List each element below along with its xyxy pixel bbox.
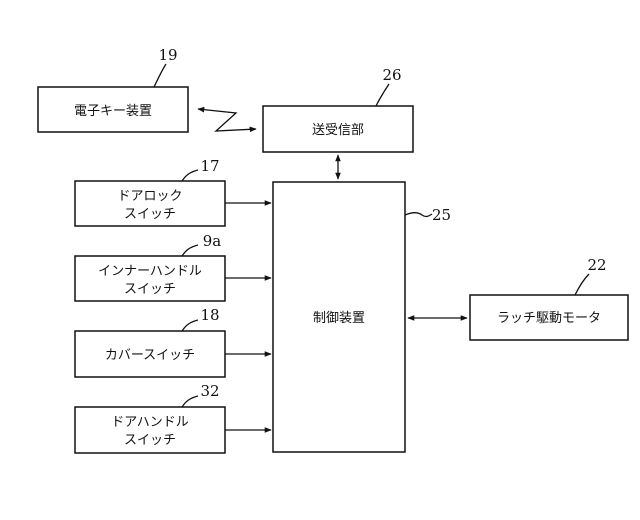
transceiver-ref: 26 xyxy=(382,66,401,84)
cover-switch-label: カバースイッチ xyxy=(105,348,195,363)
controller-ref: 25 xyxy=(432,206,451,224)
door-lock-switch-block: ドアロック スイッチ xyxy=(74,180,226,227)
door-handle-switch-leader xyxy=(181,395,199,408)
door-handle-switch-block: ドアハンドル スイッチ xyxy=(74,406,226,454)
door-lock-switch-ref: 17 xyxy=(200,157,219,175)
inner-handle-switch-leader xyxy=(181,244,199,257)
electronic-key-label: 電子キー装置 xyxy=(74,104,152,119)
controller-label: 制御装置 xyxy=(313,311,365,326)
transceiver-block: 送受信部 xyxy=(262,105,414,153)
electronic-key-ref: 19 xyxy=(158,46,177,64)
inner-handle-switch-label-line2: スイッチ xyxy=(124,282,176,297)
door-lock-switch-label-line1: ドアロック xyxy=(117,189,182,204)
controller-leader xyxy=(404,212,433,218)
cover-switch-block: カバースイッチ xyxy=(74,330,226,378)
electronic-key-leader xyxy=(153,63,167,88)
door-handle-switch-label-line2: スイッチ xyxy=(124,433,176,448)
transceiver-label: 送受信部 xyxy=(312,123,364,138)
latch-motor-label: ラッチ駆動モータ xyxy=(497,311,601,326)
inner-handle-switch-label-line1: インナーハンドル xyxy=(98,264,202,279)
cover-switch-ref: 18 xyxy=(200,306,219,324)
cover-switch-leader xyxy=(181,319,199,332)
wireless-link xyxy=(197,106,257,133)
inner-handle-switch-block: インナーハンドル スイッチ xyxy=(74,255,226,302)
latch-motor-ref: 22 xyxy=(587,256,606,274)
controller-block: 制御装置 xyxy=(272,181,406,453)
door-lock-switch-leader xyxy=(181,169,199,182)
latch-motor-block: ラッチ駆動モータ xyxy=(469,294,629,341)
door-handle-switch-ref: 32 xyxy=(200,382,219,400)
latch-motor-leader xyxy=(574,273,590,296)
electronic-key-block: 電子キー装置 xyxy=(37,86,189,133)
inner-handle-switch-ref: 9a xyxy=(203,232,222,250)
door-handle-switch-label-line1: ドアハンドル xyxy=(111,415,188,430)
transceiver-leader xyxy=(375,83,390,107)
door-lock-switch-label-line2: スイッチ xyxy=(124,207,176,222)
